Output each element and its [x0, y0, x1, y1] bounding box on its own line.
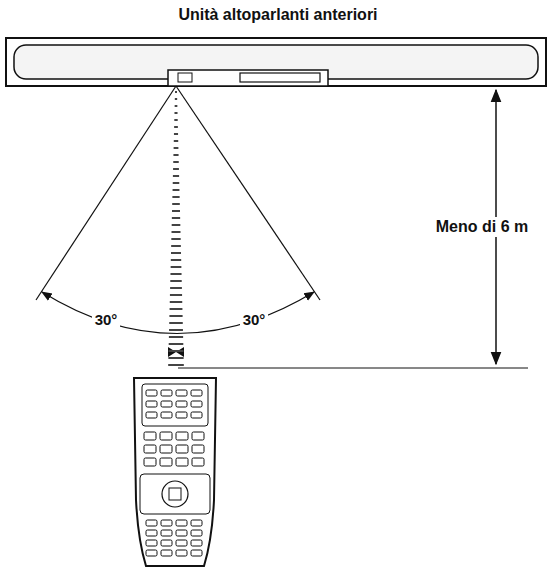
beam-dash: [171, 238, 180, 240]
remote-button: [146, 412, 157, 418]
angle-label: 30°: [92, 310, 121, 329]
remote-button: [146, 550, 157, 556]
remote-button: [176, 458, 188, 466]
front-panel: [168, 70, 328, 86]
beam-dash: [170, 287, 182, 289]
remote-button: [161, 401, 172, 407]
beam-dash: [174, 126, 178, 128]
remote-button: [191, 540, 202, 546]
beam-dash: [169, 315, 182, 317]
beam-dash: [173, 161, 179, 163]
beam-dash: [171, 252, 181, 254]
beam-dash: [170, 294, 182, 296]
ir-beam: [168, 92, 184, 365]
beam-dash: [174, 112, 177, 114]
beam-dash: [173, 175, 179, 177]
part-name: Unità altoparlanti anteriori: [178, 6, 377, 24]
remote-button: [192, 458, 204, 466]
beam-dash: [173, 154, 178, 156]
beam-dash: [171, 245, 181, 247]
angle-line: [176, 86, 320, 300]
beam-dash: [172, 196, 179, 198]
remote-button: [192, 445, 204, 453]
beam-dash: [175, 98, 177, 100]
angle-label: 30°: [240, 310, 269, 329]
remote-button: [191, 530, 202, 536]
remote-button: [191, 520, 202, 526]
remote-button: [160, 432, 172, 440]
remote-button: [146, 401, 157, 407]
remote-button: [146, 390, 157, 396]
beam-dash: [173, 182, 180, 184]
beam-dash: [169, 329, 183, 331]
remote-button: [161, 530, 172, 536]
beam-dash: [169, 350, 184, 352]
sensor-window: [178, 73, 192, 82]
beam-dash: [170, 301, 183, 303]
remote-button: [176, 445, 188, 453]
beam-dash: [172, 224, 181, 226]
arc-center-mark: [168, 347, 184, 357]
remote-button: [192, 432, 204, 440]
remote-button: [176, 432, 188, 440]
remote-control: [134, 378, 216, 566]
beam-dash: [175, 105, 178, 107]
beam-dash: [174, 133, 178, 135]
dimension-label: Meno di 6 m: [433, 217, 531, 237]
remote-button: [176, 401, 187, 407]
remote-button: [161, 540, 172, 546]
remote-button: [176, 412, 187, 418]
beam-dash: [171, 266, 182, 268]
beam-dash: [170, 280, 181, 282]
remote-button: [146, 540, 157, 546]
remote-button: [161, 520, 172, 526]
beam-dash: [172, 203, 180, 205]
remote-button: [191, 412, 202, 418]
remote-button: [176, 520, 187, 526]
beam-dash: [168, 364, 184, 366]
angle-arc: [42, 292, 314, 334]
beam-dash: [168, 357, 183, 359]
remote-button: [191, 401, 202, 407]
beam-dash: [175, 91, 177, 93]
remote-button: [144, 458, 156, 466]
beam-dash: [173, 168, 179, 170]
remote-button: [144, 445, 156, 453]
remote-button: [161, 550, 172, 556]
beam-dash: [173, 189, 180, 191]
remote-button: [146, 530, 157, 536]
beam-dash: [169, 343, 184, 345]
display-window: [240, 73, 320, 82]
remote-button: [144, 432, 156, 440]
extension-line: [178, 368, 528, 369]
remote-button: [176, 530, 187, 536]
remote-button: [176, 390, 187, 396]
remote-button: [191, 390, 202, 396]
beam-dash: [170, 273, 181, 275]
remote-button: [160, 458, 172, 466]
remote-button: [191, 550, 202, 556]
beam-dash: [169, 336, 183, 338]
beam-dash: [172, 210, 180, 212]
remote-button: [146, 520, 157, 526]
beam-dash: [171, 259, 181, 261]
remote-button: [161, 412, 172, 418]
extension-line: [330, 86, 528, 87]
remote-button: [176, 540, 187, 546]
remote-button: [176, 550, 187, 556]
beam-dash: [174, 147, 179, 149]
beam-dash: [174, 119, 177, 121]
beam-dash: [172, 231, 181, 233]
speaker-unit: [6, 38, 546, 86]
beam-dash: [169, 322, 183, 324]
remote-button: [161, 390, 172, 396]
angle-line: [36, 86, 176, 300]
beam-dash: [170, 308, 183, 310]
remote-button: [160, 445, 172, 453]
beam-dash: [172, 217, 180, 219]
beam-dash: [174, 140, 178, 142]
